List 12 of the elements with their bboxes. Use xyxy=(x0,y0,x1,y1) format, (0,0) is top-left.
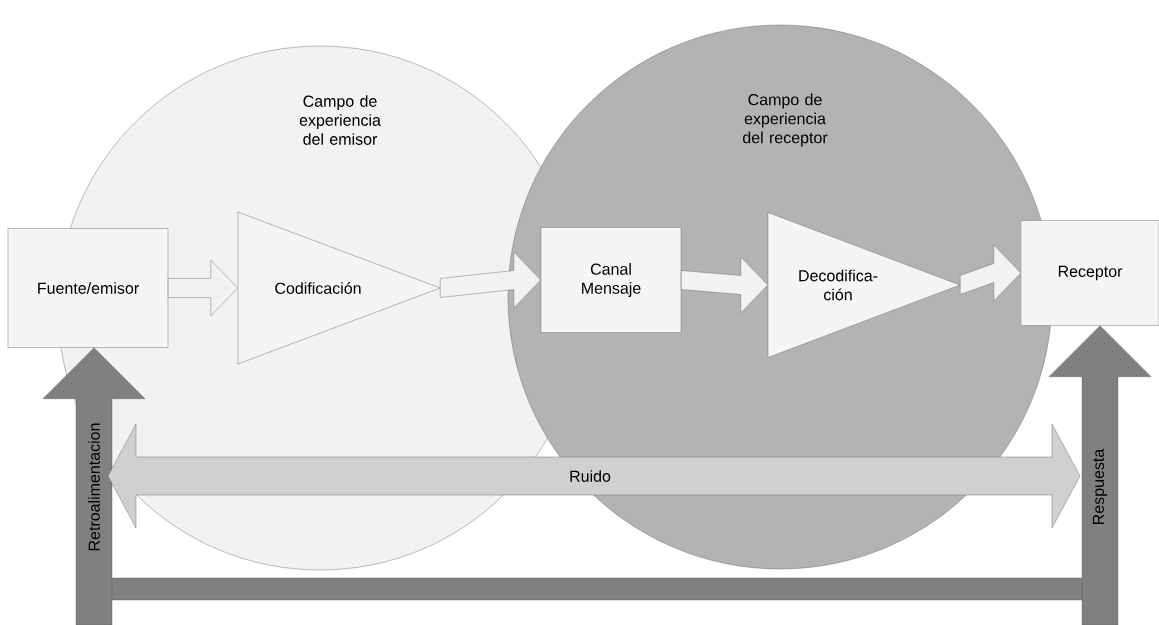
feedback-arrow xyxy=(1048,325,1152,625)
block-arrow xyxy=(681,256,768,314)
block-arrow xyxy=(440,251,541,309)
process-box: Fuente/emisor xyxy=(7,228,169,348)
process-triangle: Codificación xyxy=(237,211,441,365)
feedback-arrow xyxy=(42,347,146,625)
process-box: Receptor xyxy=(1020,220,1159,326)
block-arrow xyxy=(168,259,238,317)
edge-label: Respuesta xyxy=(1092,448,1108,524)
edge-label: Retroalimentacion xyxy=(88,423,100,551)
process-triangle: Decodifica-ción xyxy=(767,212,961,358)
block-arrow xyxy=(960,244,1021,302)
